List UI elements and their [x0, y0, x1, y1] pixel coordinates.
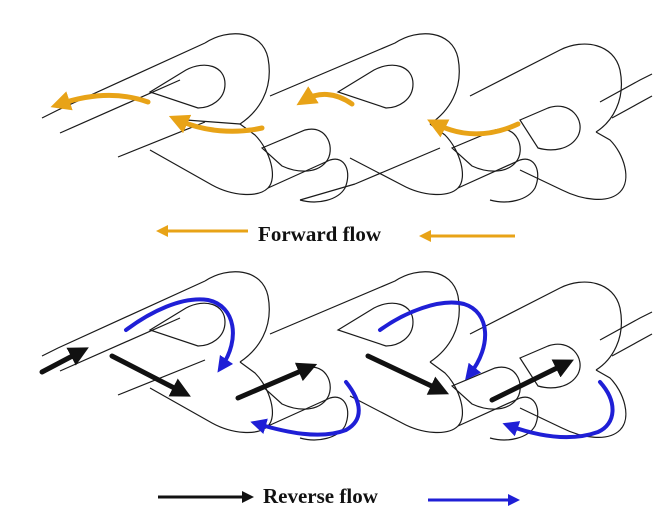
reverse-main-arrow-4 — [365, 353, 450, 395]
reverse-main-arrow-5 — [489, 359, 574, 403]
reverse-flow-caption: Reverse flow — [263, 484, 378, 508]
forward-arrow-3 — [296, 86, 355, 107]
reverse-legend — [158, 491, 520, 506]
reverse-valve-outline — [41, 271, 653, 441]
reverse-bypass-arrow-4 — [502, 380, 615, 440]
forward-arrow-4 — [427, 119, 521, 138]
forward-legend — [156, 225, 515, 242]
forward-flow-arrows — [50, 86, 521, 138]
forward-valve-outline — [41, 33, 653, 203]
forward-arrow-1 — [50, 91, 151, 111]
forward-flow-caption: Forward flow — [258, 222, 382, 246]
reverse-bypass-arrows — [124, 297, 615, 440]
reverse-main-arrow-2 — [109, 353, 191, 397]
reverse-bypass-arrow-1 — [124, 297, 235, 373]
reverse-bypass-arrow-2 — [250, 380, 361, 437]
reverse-main-arrows — [39, 347, 574, 403]
reverse-bypass-arrow-3 — [378, 300, 487, 381]
reverse-main-arrow-1 — [39, 347, 89, 375]
forward-arrow-2 — [168, 114, 265, 134]
reverse-main-arrow-3 — [235, 362, 318, 401]
